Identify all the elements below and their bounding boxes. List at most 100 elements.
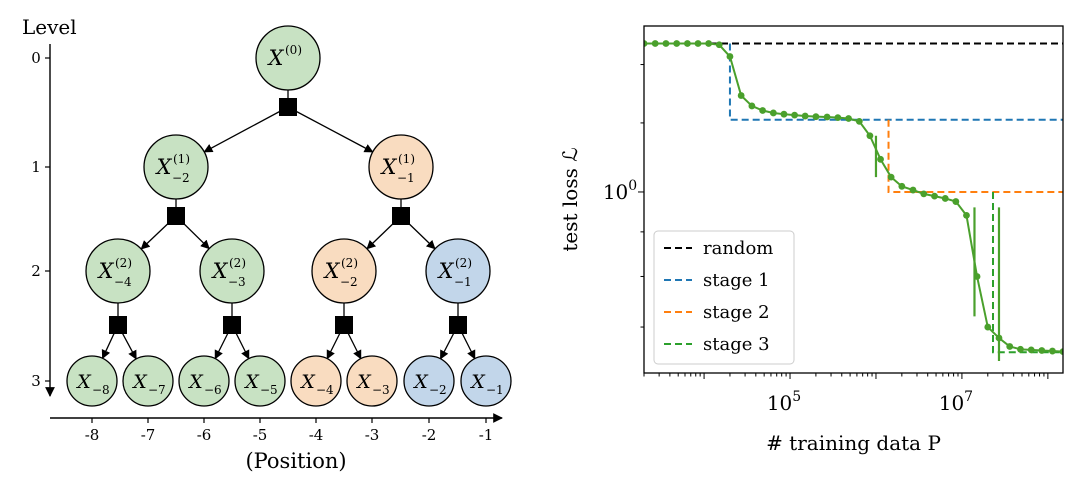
factor-square [449,316,467,334]
factor-square [167,207,185,225]
tree-node-l3-3: X−6 [178,355,230,407]
measured-point [866,132,874,140]
node-circle [346,355,398,407]
node-base: X [412,371,429,393]
tree-node-l2-c: X(2) −2 [311,238,377,304]
node-base: X [97,259,115,283]
tree-node-l2-d: X(2)−1 [425,238,491,304]
level-tick-label: 0 [31,49,41,67]
measured-point [909,186,917,194]
measured-point [855,117,863,125]
node-superscript: (2) [341,256,358,270]
tree-node-l3-8: X−1 [460,355,512,407]
node-subscript: −5 [260,383,278,397]
position-tick-label: -6 [197,426,212,444]
measured-point [812,113,820,121]
node-subscript: −1 [454,275,472,289]
measured-point [931,192,938,200]
level-tick-label: 3 [31,372,41,390]
measured-point [791,111,798,119]
measured-point [995,334,1003,342]
node-circle [234,355,286,407]
measured-point [737,92,745,99]
level-axis-label: Level [22,15,77,39]
legend-label: stage 3 [703,334,770,355]
factor-square [335,316,353,334]
y-axis-label: test loss ℒ [558,147,582,251]
x-tick-label: 105 [767,389,801,415]
tree-node-l3-7: X−2 [403,355,455,407]
measured-point [1017,345,1024,353]
level-tick-label: 1 [31,158,41,176]
node-circle [311,238,377,304]
factor-square [109,316,127,334]
measured-point [662,40,670,47]
node-base: X [323,259,341,283]
node-base: X [469,371,486,393]
tree-node-l1-a: X(1)−2 [143,134,209,200]
node-circle [255,25,321,91]
measured-point [705,40,713,47]
measured-point [1059,348,1063,356]
node-subscript: −7 [148,383,166,397]
series-line-stage-1 [728,43,1063,121]
measured-point [684,40,691,47]
node-circle [403,355,455,407]
node-superscript: (1) [398,152,415,166]
node-base: X [299,371,316,393]
legend-label: stage 1 [703,270,770,291]
measured-point [769,109,777,117]
position-tick-label: -2 [422,426,437,444]
tree-edge-arrow [203,106,289,153]
measured-point [1006,343,1014,350]
legend-label: random [703,238,773,259]
node-base: X [243,371,260,393]
position-tick-label: -3 [365,426,380,444]
tree-node-root: X(0) [255,25,321,91]
node-superscript: (2) [229,256,246,270]
measured-point [920,190,928,198]
node-circle [290,355,342,407]
measured-point [759,107,767,114]
legend-box [653,230,795,365]
measured-curve [644,42,1063,353]
measured-point [726,53,734,60]
node-subscript: −3 [372,383,390,397]
measured-point [898,182,906,190]
measured-point [952,198,960,205]
node-circle [66,355,118,407]
position-tick-label: -4 [309,426,324,444]
node-subscript: −2 [340,275,358,289]
node-subscript: −8 [92,383,110,397]
tree-node-l3-2: X−7 [122,355,174,407]
measured-point [1049,347,1056,355]
node-superscript: (2) [115,256,132,270]
position-tick-label: -1 [479,426,494,444]
measured-point [941,195,949,202]
factor-square [223,316,241,334]
measured-point [715,41,723,49]
plot-area [644,40,1063,361]
measured-point [887,173,895,181]
measured-point [1038,347,1046,354]
tree-node-l3-4: X−5 [234,355,286,407]
position-axis-label: (Position) [245,449,346,473]
node-base: X [187,371,204,393]
node-base: X [155,155,173,179]
measured-point [1027,346,1035,354]
node-base: X [75,371,92,393]
node-superscript: (1) [173,152,190,166]
measured-point [801,112,809,120]
measured-point [877,155,884,163]
level-tick-label: 2 [31,262,41,280]
tree-node-l2-b: X(2)−3 [199,238,265,304]
node-superscript: (0) [285,43,302,57]
factor-square [279,98,297,116]
node-circle [460,355,512,407]
node-base: X [437,259,455,283]
node-circle [143,134,209,200]
